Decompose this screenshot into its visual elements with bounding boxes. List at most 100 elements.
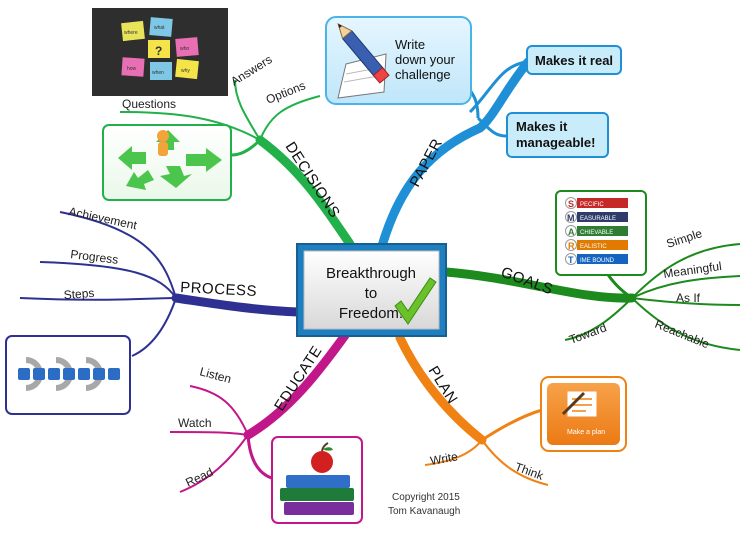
- goals-main-connector: [441, 267, 637, 303]
- branch-decisions: DECISIONS where what ? who how when why: [92, 8, 355, 249]
- sticky-note-question: ?: [155, 44, 162, 58]
- smart-word-a: CHIEVABLE: [580, 230, 613, 236]
- smart-bar-m: [577, 212, 628, 222]
- paper-child-makes-it-real: [526, 45, 622, 75]
- process-connector-image: [131, 297, 177, 357]
- goals-connector-toward: [564, 297, 633, 341]
- educate-child-watch: Watch: [178, 416, 212, 430]
- smart-letter-t: T: [568, 255, 574, 265]
- branch-paper: PAPER Write down your challenge Makes it…: [325, 16, 622, 251]
- goals-child-toward: Toward: [567, 320, 608, 346]
- smart-bar-r: [577, 240, 628, 250]
- process-child-achievement: Achievement: [67, 204, 138, 232]
- decisions-child-questions: Questions: [122, 97, 176, 111]
- paper-callout-line3: challenge: [395, 67, 451, 82]
- paper-callout-line2: down your: [395, 52, 456, 67]
- smart-letter-circle-m: [565, 211, 577, 223]
- branch-label-goals: GOALS: [499, 264, 556, 299]
- plan-connector-think: [481, 439, 549, 486]
- goals-child-asif: As If: [676, 291, 701, 305]
- central-node: Breakthrough to Freedom!: [296, 243, 447, 337]
- smart-letter-circle-a: [565, 225, 577, 237]
- copyright-line1: Copyright 2015: [392, 492, 460, 503]
- educate-connector-watch: [169, 431, 249, 436]
- decisions-child-answers: Answers: [228, 52, 274, 88]
- sticky-note-what: what: [154, 25, 165, 31]
- books-apple-icon: [280, 442, 354, 515]
- plan-child-write: Write: [429, 449, 459, 468]
- smart-word-r: EALISTIC: [580, 244, 607, 250]
- process-main-connector: [171, 293, 303, 317]
- central-title-line3: Freedom!: [339, 305, 403, 322]
- process-connector-achievement: [59, 211, 177, 299]
- smart-bar-s: [577, 198, 628, 208]
- branch-process: PROCESS Achievement Progress Steps: [5, 204, 303, 415]
- smart-list: S PECIFIC M EASURABLE A CHIEVABLE R EALI…: [565, 197, 628, 265]
- educate-child-listen: Listen: [198, 364, 233, 386]
- decisions-connector-questions: [119, 111, 261, 141]
- smart-bar-t: [577, 254, 628, 264]
- branch-label-decisions: DECISIONS: [282, 139, 344, 221]
- notepad-icon: [561, 391, 597, 417]
- branch-label-process: PROCESS: [180, 279, 258, 300]
- decisions-main-connector: [255, 135, 355, 249]
- educate-connector-listen: [189, 385, 249, 436]
- plan-main-connector: [395, 333, 487, 445]
- goals-connector-asif: [631, 297, 741, 306]
- paper-child-manageable: [506, 112, 609, 158]
- paper-child-manageable-line1: Makes it: [516, 119, 568, 134]
- educate-child-read: Read: [183, 465, 215, 490]
- paper-connector-manageable: [476, 116, 507, 138]
- educate-connector-read: [179, 434, 249, 493]
- central-title-line2: to: [365, 285, 378, 302]
- sticky-note-who: who: [180, 46, 189, 52]
- smart-letter-m: M: [567, 213, 575, 223]
- smart-letter-s: S: [568, 199, 574, 209]
- branch-educate: EDUCATE Listen Watch Read: [169, 329, 363, 524]
- process-connector-progress: [39, 261, 177, 299]
- pencil-paper-icon: [337, 22, 390, 99]
- smart-word-m: EASURABLE: [580, 216, 616, 222]
- decision-arrows-icon: [118, 130, 222, 190]
- goals-child-simple: Simple: [665, 226, 705, 251]
- goals-connector-reachable: [631, 297, 741, 351]
- plan-connector-write: [424, 439, 483, 466]
- sticky-notes-image: where what ? who how when why: [92, 8, 228, 96]
- process-child-steps: Steps: [63, 286, 95, 302]
- sticky-note-when: when: [152, 70, 164, 76]
- paper-child-makes-it-real-label: Makes it real: [535, 53, 613, 68]
- smart-letter-circle-r: [565, 239, 577, 251]
- paper-main-connector: [377, 57, 533, 251]
- sticky-note-where: where: [124, 30, 138, 36]
- paper-child-manageable-line2: manageable!: [516, 135, 595, 150]
- smart-letter-r: R: [568, 241, 575, 251]
- smart-word-s: PECIFIC: [580, 202, 604, 208]
- copyright-line2: Tom Kavanaugh: [388, 506, 460, 517]
- branch-label-paper: PAPER: [407, 136, 447, 190]
- sticky-note-why: why: [181, 68, 190, 74]
- smart-word-t: IME BOUND: [580, 258, 615, 264]
- branch-goals: GOALS S PECIFIC M EASURABLE A CHIEVABLE …: [441, 190, 741, 352]
- plan-card-label: Make a plan: [567, 429, 605, 436]
- process-connector-steps: [19, 297, 177, 301]
- checkmark-icon: [394, 277, 437, 325]
- smart-bar-a: [577, 226, 628, 236]
- paper-callout-line1: Write: [395, 37, 425, 52]
- plan-connector-card: [481, 408, 543, 442]
- process-cycle-icon: [18, 357, 120, 391]
- branch-plan: PLAN Make a plan Write Think: [395, 333, 627, 486]
- decisions-connector-answers: [234, 79, 261, 141]
- decisions-connector-image: [231, 138, 262, 157]
- decisions-connector-options: [259, 95, 321, 141]
- goals-connector-simple: [631, 243, 741, 299]
- goals-connector-meaningful: [631, 275, 741, 299]
- sticky-note-how: how: [127, 66, 137, 72]
- central-node-body: [303, 250, 440, 330]
- smart-letter-circle-t: [565, 253, 577, 265]
- smart-letter-circle-s: [565, 197, 577, 209]
- goals-child-reachable: Reachable: [653, 317, 712, 352]
- educate-main-connector: [243, 329, 351, 440]
- process-child-progress: Progress: [70, 247, 119, 267]
